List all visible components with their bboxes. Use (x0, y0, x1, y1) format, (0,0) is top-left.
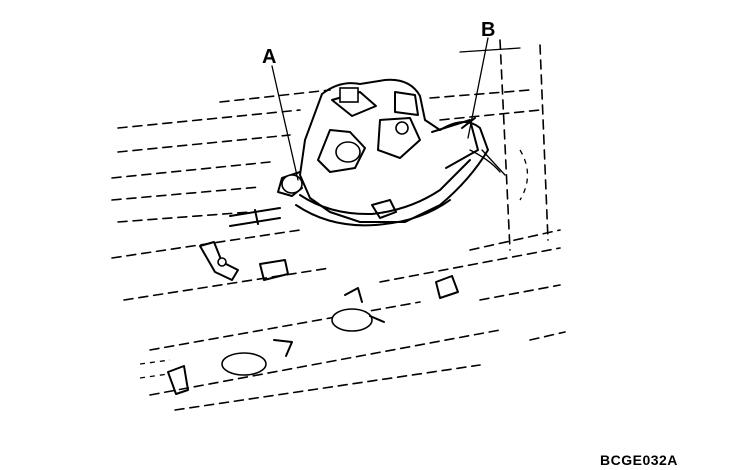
floor-frame-lines (111, 89, 566, 411)
figure-code: BCGE032A (600, 452, 678, 468)
hose-lines (295, 117, 476, 227)
callout-label-a: A (262, 46, 277, 68)
right-frame-member (459, 39, 549, 251)
floor-mounts (167, 241, 459, 395)
callout-leaders (271, 37, 489, 181)
drive-shaft (229, 207, 281, 227)
engine-pump-assembly (277, 78, 506, 223)
callout-label-b: B (481, 19, 496, 41)
